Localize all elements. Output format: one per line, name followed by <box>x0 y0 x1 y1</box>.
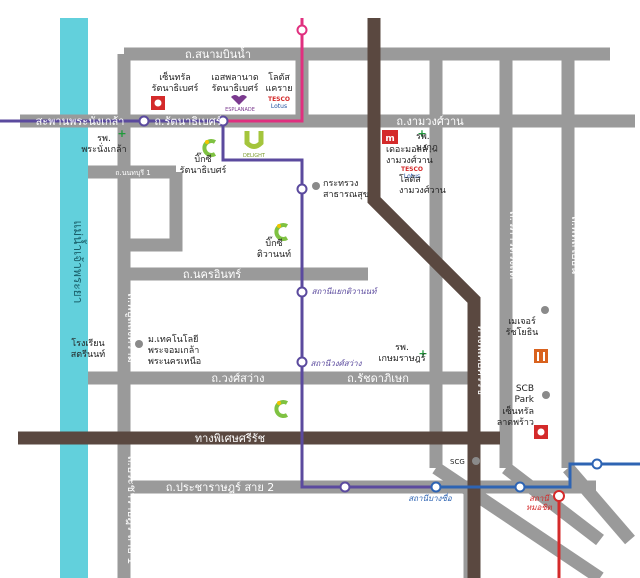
central-logo-icon <box>151 96 165 110</box>
svg-text:TESCO: TESCO <box>268 96 290 103</box>
landmark-label-major-ratchayothin: เมเจอร์รัชโยธิน <box>506 315 539 338</box>
landmark-dot-icon <box>312 182 320 190</box>
road-label-wong-sawang: ถ.วงศ์สว่าง <box>211 372 264 385</box>
road-label-prachachuen-sai-2: ถ.ประชาราษฎร์ สาย 2 <box>166 481 275 494</box>
station-label-tiwanon: สถานีแยกติวานนท์ <box>312 286 379 296</box>
landmark-label-big-c-tiwanon: บิ๊กซีติวานนท์ <box>257 236 291 260</box>
road-label-rattanathibet: ถ.รัตนาธิเบศร์ <box>154 115 221 128</box>
river-label: แม่น้ำเจ้าพระยา <box>71 220 87 303</box>
metro-station-icon <box>296 356 308 368</box>
road-label-ngamwongwan: ถ.งามวงศ์วาน <box>396 115 464 128</box>
hospital-cross-icon: + <box>418 347 427 360</box>
landmark-label-satri-nonthaburi: โรงเรียนสตรีนนท์ <box>71 338 105 360</box>
landmark-label-hosp-phra-nang-klao: รพ.พระนั่งเกล้า <box>81 134 126 155</box>
landmark-labels: เซ็นทรัลรัตนาธิเบศร์ เอสพลานาดรัตนาธิเบศร… <box>71 70 539 466</box>
metro-station-icon <box>217 115 229 127</box>
big-c-logo-icon <box>202 139 217 157</box>
metro-station-icon <box>339 481 351 493</box>
metro-station-icon <box>591 458 603 470</box>
esplanade-logo-label: ESPLANADE <box>225 107 255 113</box>
tesco-lotus-logo-icon: TESCO Lotus <box>268 96 290 110</box>
landmark-dot-icon <box>135 340 143 348</box>
hospital-cross-icon: + <box>117 127 126 140</box>
road-label-sanam-bin-nam: ถ.สนามบินน้ำ <box>185 46 251 61</box>
the-mall-logo-icon: m <box>382 130 398 144</box>
road-label-nonthaburi-1: ถ.นนทบุรี 1 <box>115 169 151 177</box>
expressway-network <box>18 18 500 578</box>
metro-station-icon <box>296 24 308 36</box>
svg-text:Lotus: Lotus <box>404 173 420 180</box>
chao-phraya-river <box>60 18 88 578</box>
metro-station-icon <box>296 286 308 298</box>
landmark-dot-icon <box>472 457 480 465</box>
stations <box>138 24 603 502</box>
landmark-label-kmutnb: ม.เทคโนโลยีพระจอมเกล้าพระนครเหนือ <box>148 334 201 367</box>
road-label-phahonyothin: ถ.พหลโยธิน <box>569 216 583 274</box>
landmark-label-hosp-kasem: รพ.เกษมราษฎร์ <box>378 343 425 364</box>
metro-station-icon <box>430 481 442 493</box>
road-label-nakhon-in: ถ.นครอินทร์ <box>183 268 241 281</box>
landmark-label-the-mall: เดอะมอลล์งามวงศ์วาน <box>386 143 433 166</box>
station-label-wong-sawang: สถานีวงศ์สว่าง <box>311 358 363 368</box>
road-network <box>20 47 635 578</box>
svg-text:Lotus: Lotus <box>271 103 287 110</box>
landmark-label-central-rattanathibet: เซ็นทรัลรัตนาธิเบศร์ <box>152 70 199 94</box>
metro-station-icon <box>138 115 150 127</box>
landmark-label-ministry-health: กระทรวงสาธารณสุข <box>323 179 369 200</box>
landmark-dot-icon <box>542 391 550 399</box>
esplanade-logo-icon <box>231 95 247 105</box>
hospital-cross-icon: + <box>417 127 426 140</box>
bts-station-icon <box>553 490 565 502</box>
big-c-logo-icon <box>274 400 289 418</box>
station-label-bang-sue: สถานีบางซื่อ <box>408 492 453 503</box>
road-label-vibhavadi: ถ.วิภาวดีรังสิต <box>507 211 520 279</box>
central-logo-icon <box>534 425 548 439</box>
landmark-label-central-ladprao: เซ็นทรัลลาดพร้าว <box>497 404 534 428</box>
landmark-label-big-c-rattanathibet: บิ๊กซีรัตนาธิเบศร์ <box>180 152 227 176</box>
metro-station-icon <box>514 481 526 493</box>
road-label-si-rat: ทางพิเศษศรีรัช <box>475 325 488 395</box>
road-label-chalerm-maha-nakhon: ทางพิเศษศรีรัช <box>195 432 265 445</box>
landmark-label-lotus-khae-rai: โลตัสแคราย <box>266 72 293 94</box>
road-label-saphan-phra-nang-klao: สะพานพระนั่งเกล้า <box>36 113 125 128</box>
svg-text:m: m <box>385 134 394 144</box>
landmark-label-scg: SCG <box>450 458 465 466</box>
landmark-label-lotus-ngamwongwan: โลตัสงามวงศ์วาน <box>399 174 446 196</box>
landmark-label-hosp-mongkut: รพ.มงกุฎ <box>416 132 438 153</box>
landmark-label-esplanade: เอสพลานาดรัตนาธิเบศร์ <box>211 73 259 94</box>
landmark-dot-icon <box>541 306 549 314</box>
tesco-lotus-logo-icon: TESCO Lotus <box>401 166 423 180</box>
delight-logo-icon: DELIGHT <box>240 128 268 159</box>
pink-line <box>223 18 304 123</box>
road-label-phibun-songkhram: ถ.พิบูลสงคราม <box>125 293 138 363</box>
road-label-ratchadaphisek: ถ.รัชดาภิเษก <box>347 372 409 385</box>
svg-text:TESCO: TESCO <box>401 166 423 173</box>
big-c-logo-icon <box>274 223 289 241</box>
major-logo-icon <box>534 349 548 363</box>
landmark-icons: ESPLANADE TESCO Lotus + + + DELIGHT <box>117 95 550 465</box>
metro-station-icon <box>296 183 308 195</box>
blue-line <box>436 462 640 489</box>
road-label-prachachuen-sai-1: ถ.ประชาราษฎร์ สาย 1 <box>125 456 138 565</box>
station-label-mo-chit: สถานีหมอชิต <box>526 494 553 512</box>
svg-text:DELIGHT: DELIGHT <box>243 153 266 159</box>
